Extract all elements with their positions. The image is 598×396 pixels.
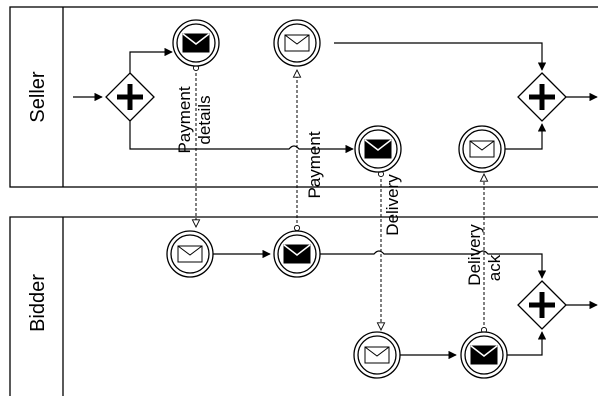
sequence-flow [334,42,547,71]
message-flows [196,68,484,330]
message-flow-labels: Payment details Payment Delivery Deliver… [175,86,504,286]
payment-details-label-line2: details [195,95,214,144]
seller-catch-payment-event [273,19,321,67]
bidder-pool-label: Bidder [27,274,49,332]
plus-icon [529,84,555,110]
envelope-filled-icon [470,345,498,365]
delivery-label: Delivery [383,174,402,236]
seller-catch-delivery-ack-event [458,125,506,173]
seller-throw-payment-details-event [172,19,220,67]
sequence-flow [500,123,547,150]
envelope-outline-icon [469,140,495,158]
delivery-ack-label-line2: ack [485,254,504,281]
bidder-catch-payment-details-event [166,230,214,278]
envelope-filled-icon [283,244,311,264]
seller-throw-delivery-event [354,125,402,173]
envelope-outline-icon [284,34,310,52]
bidder-throw-payment-event [273,230,321,278]
bidder-pool: Bidder [9,216,598,396]
bidder-throw-delivery-ack-event [460,331,508,379]
sequence-flow [504,331,547,356]
envelope-outline-icon [364,346,390,364]
envelope-filled-icon [182,33,210,53]
envelope-outline-icon [177,245,203,263]
payment-details-label-line1: Payment [175,86,194,153]
sequence-flow [129,47,173,73]
seller-pool-label: Seller [27,71,49,122]
delivery-ack-label-line1: Delivery [465,224,484,286]
payment-label: Payment [305,131,324,198]
envelope-filled-icon [364,139,392,159]
gateway-parallel-split [105,72,155,122]
bidder-catch-delivery-event [353,331,401,379]
plus-icon [529,292,555,318]
gateway-parallel-join-bidder [517,280,567,330]
gateway-parallel-join-seller [517,72,567,122]
plus-icon [117,84,143,110]
